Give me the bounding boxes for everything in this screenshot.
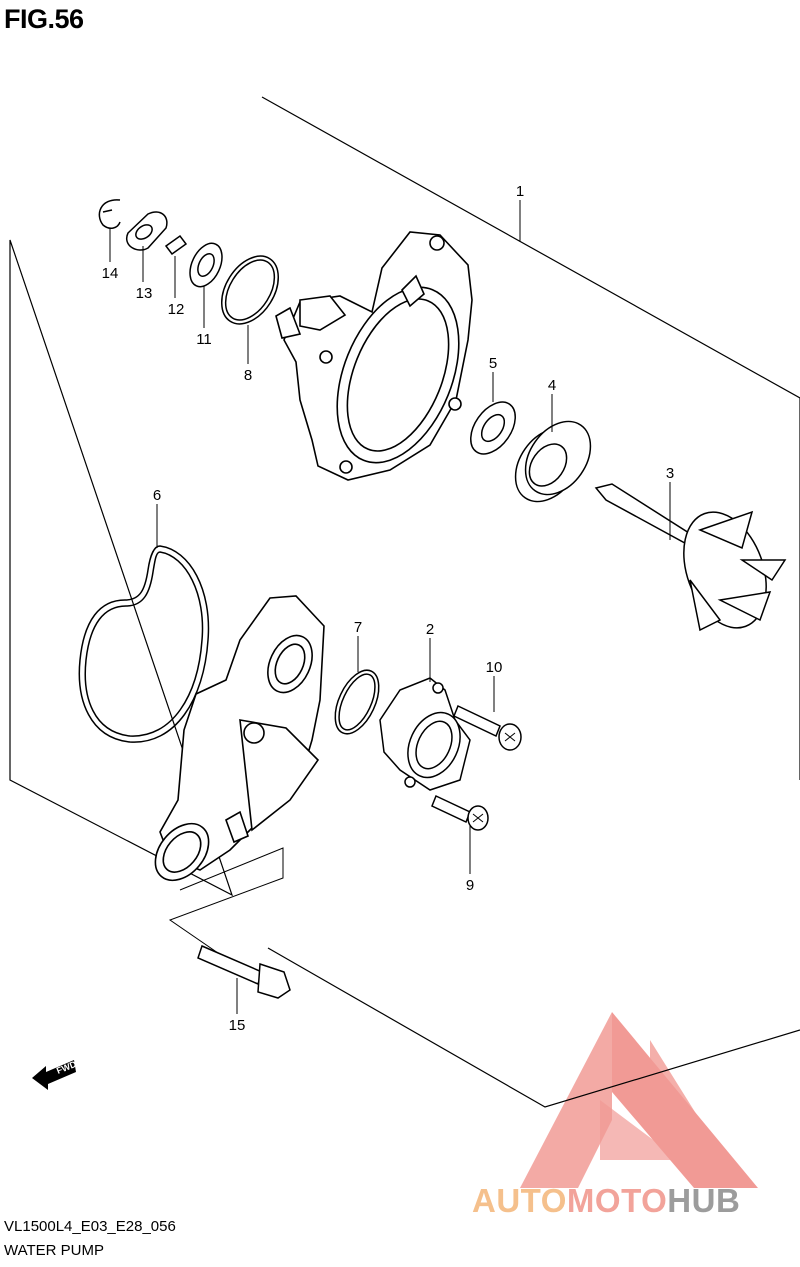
callout-3: 3 bbox=[666, 465, 674, 482]
callout-14: 14 bbox=[102, 265, 119, 282]
part-3-impeller-shaft bbox=[594, 483, 787, 632]
callout-11: 11 bbox=[196, 331, 212, 348]
part-6-gasket bbox=[78, 545, 210, 743]
callout-15: 15 bbox=[229, 1017, 246, 1034]
callout-13: 13 bbox=[136, 285, 153, 302]
part-13-retainer bbox=[125, 211, 168, 251]
callout-4: 4 bbox=[548, 377, 556, 394]
callout-5: 5 bbox=[489, 355, 497, 372]
callout-8: 8 bbox=[244, 367, 252, 384]
watermark-text-part-1: AUTO bbox=[472, 1182, 567, 1219]
figure-title: FIG.56 bbox=[4, 4, 84, 34]
part-1-pump-body bbox=[275, 231, 473, 481]
part-11-washer bbox=[189, 242, 223, 288]
callout-9: 9 bbox=[466, 877, 474, 894]
part-10-bolt bbox=[453, 704, 522, 751]
callout-12: 12 bbox=[168, 301, 185, 318]
assembly-boundary bbox=[9, 96, 800, 1108]
part-15-flange-bolt bbox=[197, 944, 291, 999]
part-12-pin bbox=[164, 234, 188, 256]
callout-7: 7 bbox=[354, 619, 362, 636]
part-8-o-ring bbox=[220, 255, 280, 325]
watermark-text-part-2: MOTO bbox=[566, 1182, 668, 1219]
callout-6: 6 bbox=[153, 487, 161, 504]
watermark-logo bbox=[520, 1012, 758, 1188]
part-4-mechanical-seal bbox=[514, 420, 592, 503]
diagram-name: WATER PUMP bbox=[4, 1242, 104, 1259]
part-5-oil-seal bbox=[470, 401, 516, 455]
leader-lines bbox=[109, 200, 671, 1014]
boundary-break-line bbox=[168, 847, 284, 976]
part-14-e-clip bbox=[98, 199, 121, 230]
callout-2: 2 bbox=[426, 621, 434, 638]
watermark-text: AUTOMOTOHUB bbox=[472, 1182, 740, 1220]
part-1-pump-cover bbox=[154, 595, 325, 882]
callout-10: 10 bbox=[486, 659, 503, 676]
callout-1: 1 bbox=[516, 183, 524, 200]
part-9-bolt bbox=[431, 794, 489, 831]
part-7-o-ring bbox=[334, 669, 380, 735]
fwd-arrow-icon bbox=[32, 1060, 76, 1090]
diagram-code: VL1500L4_E03_E28_056 bbox=[4, 1218, 176, 1235]
part-2-inlet-cover bbox=[379, 677, 471, 791]
watermark-text-part-3: HUB bbox=[667, 1182, 741, 1219]
